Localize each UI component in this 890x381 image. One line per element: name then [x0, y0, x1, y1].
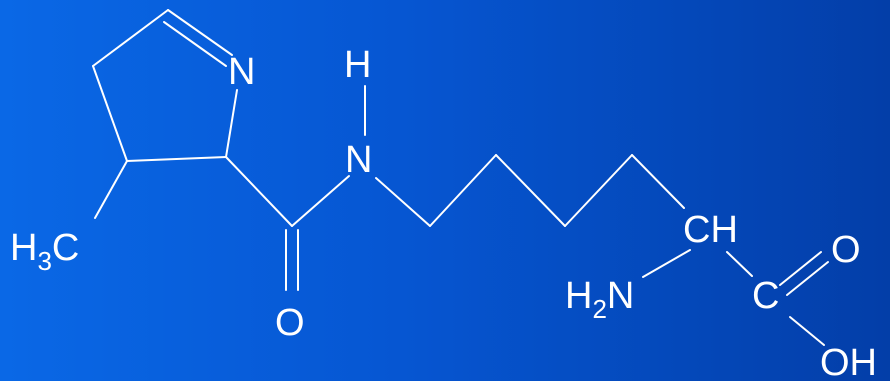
amide-hydrogen-label: H [344, 44, 371, 86]
bond-c-o-double-1 [779, 251, 822, 286]
bond-c-o-double-2 [786, 261, 829, 296]
bond-carbonyl-to-n [291, 175, 350, 227]
ring-nitrogen-label: N [228, 51, 255, 93]
bond-ring-double-2 [163, 21, 227, 67]
bond-chain-2 [429, 154, 497, 227]
amide-nitrogen-label: N [345, 139, 372, 181]
bonds [92, 9, 829, 346]
bond-ring-n-down [225, 89, 238, 158]
carboxyl-carbon-label: C [752, 275, 779, 317]
carboxyl-oxygen-label: O [831, 229, 861, 271]
bond-chain-5 [631, 154, 685, 209]
bond-ring-left [92, 65, 128, 162]
bond-ring-top [92, 9, 169, 67]
amino-group-label: H2N [565, 275, 634, 324]
bond-ch-to-nh2 [642, 249, 691, 278]
methyl-group-label: H3C [10, 227, 79, 276]
bond-ring-double-1 [167, 9, 233, 56]
alpha-ch-label: CH [683, 209, 738, 251]
carbonyl-oxygen-label: O [275, 302, 305, 344]
bond-ch-to-c [726, 251, 753, 277]
bond-chain-4 [564, 154, 633, 227]
bond-c-oh [789, 316, 825, 346]
bond-methyl [94, 160, 128, 219]
bond-ring-to-carbonyl [225, 156, 293, 227]
hydroxyl-label: OH [820, 342, 877, 381]
bond-chain-3 [495, 154, 566, 227]
bond-chain-1 [375, 177, 431, 227]
bond-ring-bottom [126, 156, 227, 162]
